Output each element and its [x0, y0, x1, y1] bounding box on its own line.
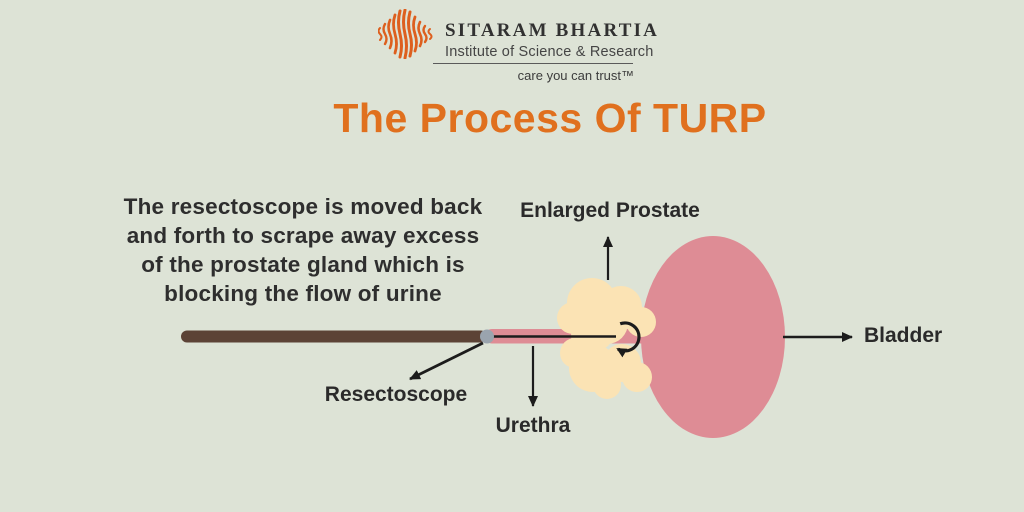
label-enlarged-prostate: Enlarged Prostate — [520, 199, 700, 222]
resectoscope-rod — [181, 330, 487, 343]
scope-tip — [480, 329, 494, 344]
rotation-arrow-icon — [616, 321, 641, 358]
prostate-shape — [557, 278, 656, 399]
brand-logo: SITARAM BHARTIA Institute of Science & R… — [378, 7, 657, 87]
brand-subtitle: Institute of Science & Research — [445, 44, 654, 60]
sound-wave-icon — [378, 9, 433, 59]
page-title: The Process Of TURP — [333, 95, 767, 141]
bladder-shape — [641, 236, 785, 438]
label-bladder: Bladder — [864, 324, 943, 347]
label-resectoscope: Resectoscope — [324, 383, 468, 406]
resectoscope-arrow — [409, 341, 484, 381]
brand-name: SITARAM BHARTIA — [445, 20, 660, 41]
label-urethra: Urethra — [495, 414, 571, 437]
brand-divider — [433, 63, 633, 64]
brand-tagline: care you can trust™ — [517, 68, 634, 83]
process-description: The resectoscope is moved back and forth… — [123, 194, 483, 306]
